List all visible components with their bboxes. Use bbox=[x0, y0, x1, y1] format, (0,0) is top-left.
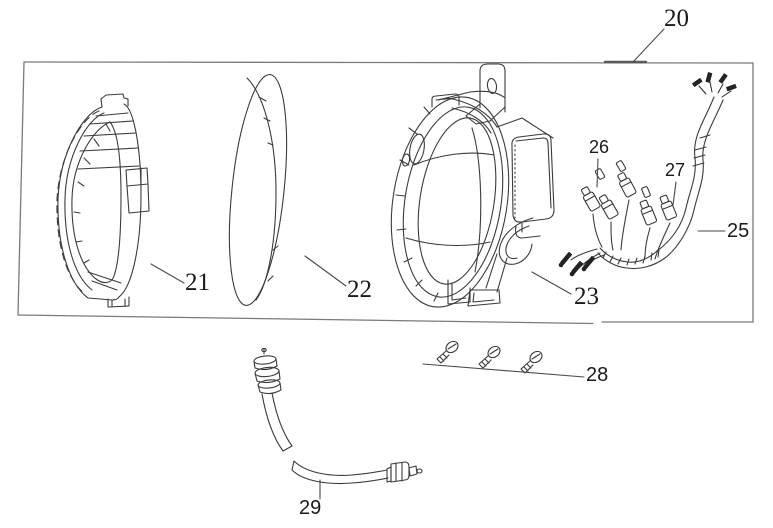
cable-upper-tube bbox=[261, 392, 293, 452]
callout-label-22: 22 bbox=[347, 276, 372, 303]
screw bbox=[436, 340, 459, 364]
leader-line-22 bbox=[304, 255, 347, 287]
lower-pocket bbox=[498, 217, 534, 265]
screw bbox=[478, 345, 501, 369]
mounting-tab bbox=[479, 63, 506, 113]
screws-part-28 bbox=[436, 340, 543, 374]
callout-label-21: 21 bbox=[185, 269, 210, 296]
callout-label-27: 27 bbox=[665, 160, 686, 180]
callout-label-25: 25 bbox=[727, 220, 750, 242]
cable-cap bbox=[253, 355, 277, 365]
lens-thickness-edge bbox=[246, 77, 277, 301]
housing-ribs bbox=[77, 112, 140, 170]
callout-label-28: 28 bbox=[586, 364, 609, 386]
pin-terminals bbox=[558, 248, 605, 277]
harness-terminals bbox=[692, 72, 737, 98]
callout-label-23: 23 bbox=[574, 283, 599, 310]
cable-lower-tube bbox=[291, 460, 389, 484]
bulb-sockets-27 bbox=[639, 186, 678, 260]
rear-housing-part-23 bbox=[390, 63, 555, 308]
speedometer-cable-part-29 bbox=[253, 347, 423, 484]
front-housing-part-21 bbox=[56, 93, 150, 308]
housing-top-tab bbox=[100, 93, 129, 108]
lens-part-22 bbox=[228, 74, 288, 306]
leader-line-23 bbox=[531, 271, 572, 295]
bottom-feet bbox=[467, 253, 508, 307]
callout-label-20: 20 bbox=[664, 5, 689, 32]
leader-lines bbox=[150, 28, 726, 500]
leader-line-28 bbox=[422, 363, 585, 378]
leader-line-27 bbox=[672, 181, 677, 206]
leader-line-20 bbox=[632, 28, 665, 63]
callout-label-29: 29 bbox=[299, 497, 322, 519]
housing-side-clip bbox=[125, 167, 150, 214]
frame-box bbox=[17, 60, 754, 325]
mounting-hole bbox=[486, 77, 498, 95]
cable-end-fitting bbox=[386, 461, 423, 483]
meter-box bbox=[511, 133, 555, 223]
housing-bottom-tab bbox=[107, 296, 130, 308]
screw bbox=[520, 350, 543, 374]
callout-label-26: 26 bbox=[589, 137, 610, 157]
wiring-harness-part-25 bbox=[558, 72, 737, 277]
leader-line-21 bbox=[150, 263, 185, 284]
harness-cable bbox=[656, 96, 715, 252]
bulb-sockets-26 bbox=[580, 160, 637, 251]
leader-line-26 bbox=[596, 158, 599, 188]
